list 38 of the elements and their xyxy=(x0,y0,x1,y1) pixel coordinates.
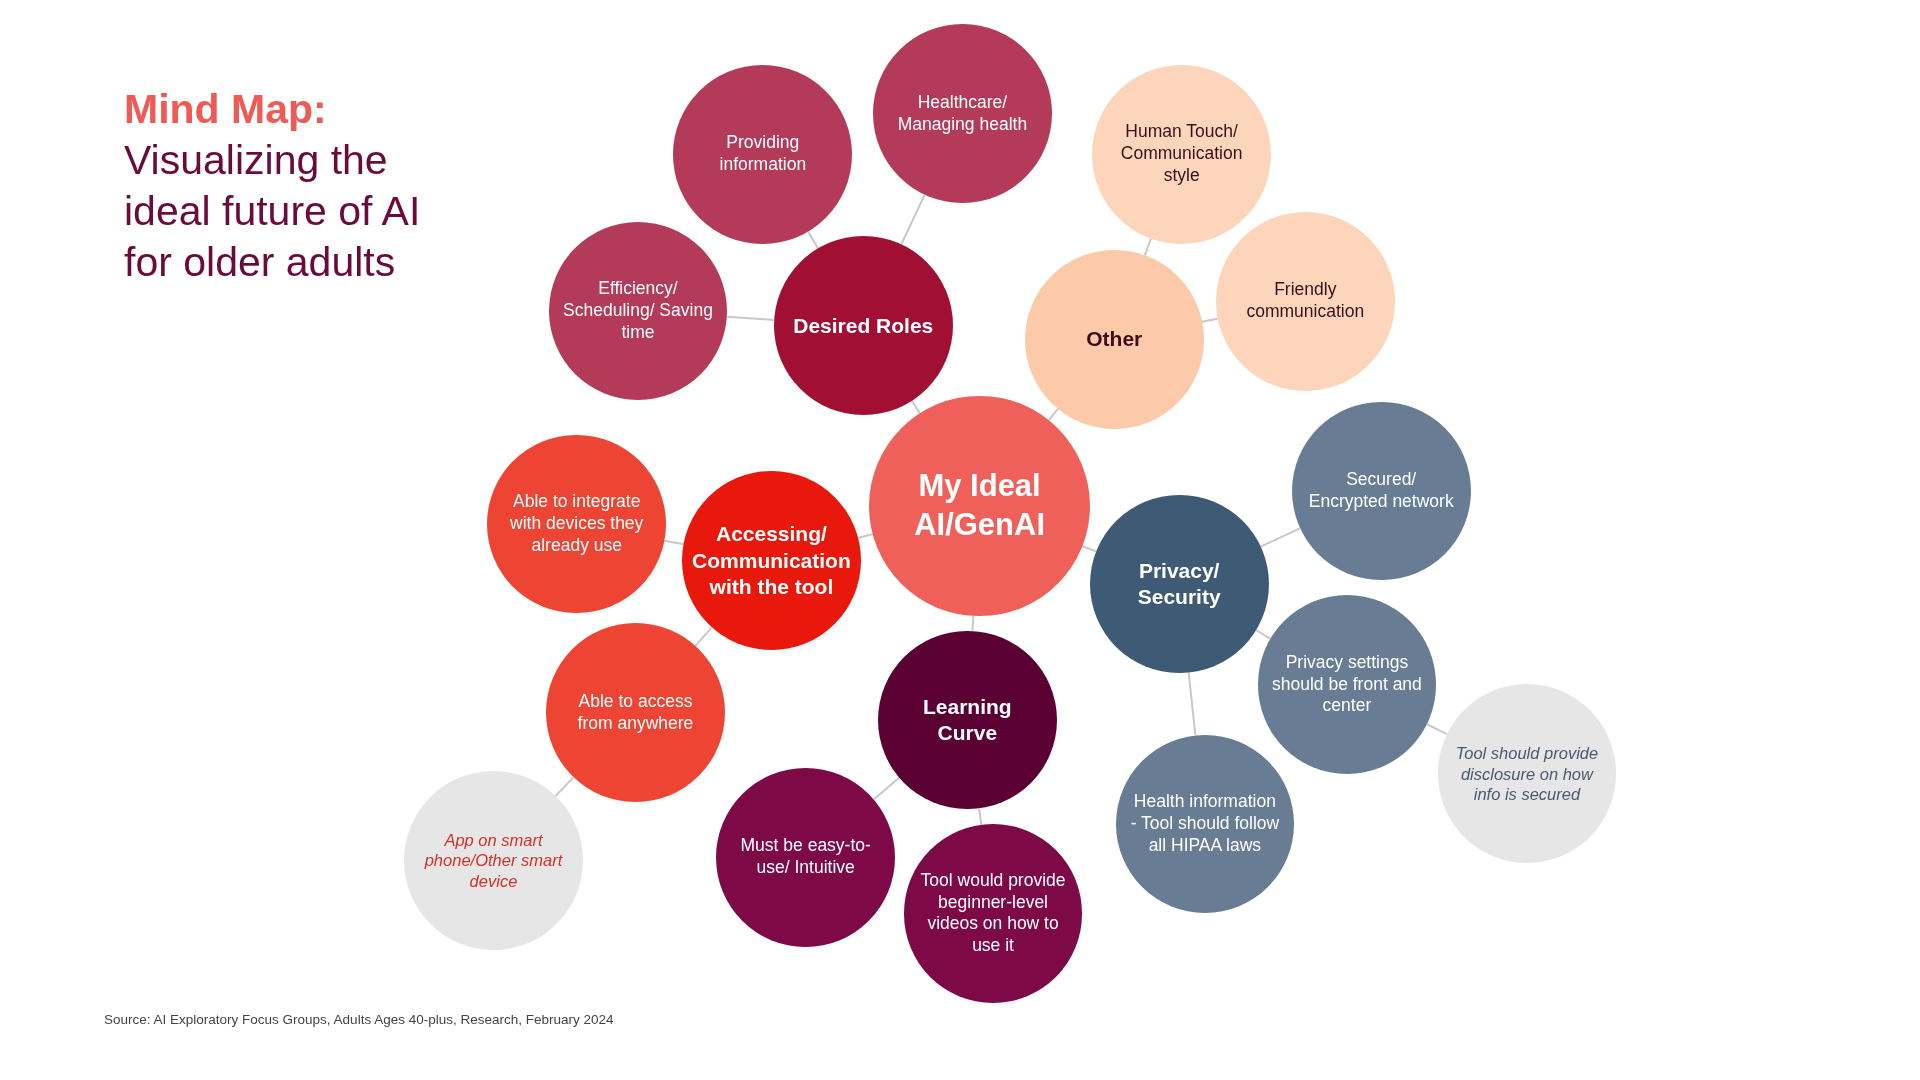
idea-text: Providing information xyxy=(718,132,808,177)
connector-line xyxy=(1187,671,1197,737)
idea-text: Must be easy-to-use/ Intuitive xyxy=(739,835,872,879)
connector-line xyxy=(1254,629,1272,640)
category-label: Learning Curve xyxy=(922,693,1013,746)
note-text: App on smart phone/Other smart device xyxy=(423,829,564,892)
idea-text: Friendly communication xyxy=(1245,279,1366,324)
idea-text: Able to integrate with devices they already use xyxy=(509,491,645,557)
slide-title: Mind Map: Visualizing the ideal future of AI for older adults xyxy=(124,85,422,287)
connector-line xyxy=(1426,723,1448,736)
idea-text: Human Touch/ Communication style xyxy=(1119,121,1244,188)
category-label: Desired Roles xyxy=(793,312,934,339)
idea-text: Tool would provide beginner-level videos on how to use it xyxy=(919,869,1067,958)
connector-line xyxy=(1047,407,1060,422)
connector-line xyxy=(694,626,713,648)
category-label: Privacy/ Security xyxy=(1136,557,1222,611)
category-label: Other xyxy=(1086,326,1143,353)
connector-line xyxy=(807,230,820,250)
connector-line xyxy=(1081,545,1097,553)
idea-text: Efficiency/ Scheduling/ Saving time xyxy=(562,278,714,344)
idea-text: Healthcare/ Managing health xyxy=(896,92,1029,136)
connector-line xyxy=(1259,527,1302,548)
connector-line xyxy=(554,776,575,798)
source-note: Source: AI Exploratory Focus Groups, Adults Ages 40-plus, Research, February 2024 xyxy=(104,1012,614,1027)
connector-line xyxy=(978,807,983,826)
connector-line xyxy=(872,776,901,801)
connector-line xyxy=(900,193,926,246)
note-text: Tool should provide disclosure on how info is secured xyxy=(1455,742,1599,805)
connector-line xyxy=(910,399,921,415)
category-label: Accessing/ Communication with the tool xyxy=(692,521,851,600)
idea-text: Health information - Tool should follow all HIPAA laws xyxy=(1129,791,1281,857)
connector-line xyxy=(971,614,975,632)
connector-line xyxy=(1143,237,1153,257)
idea-text: Able to access from anywhere xyxy=(576,690,695,735)
idea-text: Secured/ Encrypted network xyxy=(1307,469,1455,513)
idea-text: Privacy settings should be front and center xyxy=(1271,651,1423,718)
connector-line xyxy=(663,539,685,546)
central-topic: My Ideal AI/GenAI xyxy=(913,466,1047,544)
